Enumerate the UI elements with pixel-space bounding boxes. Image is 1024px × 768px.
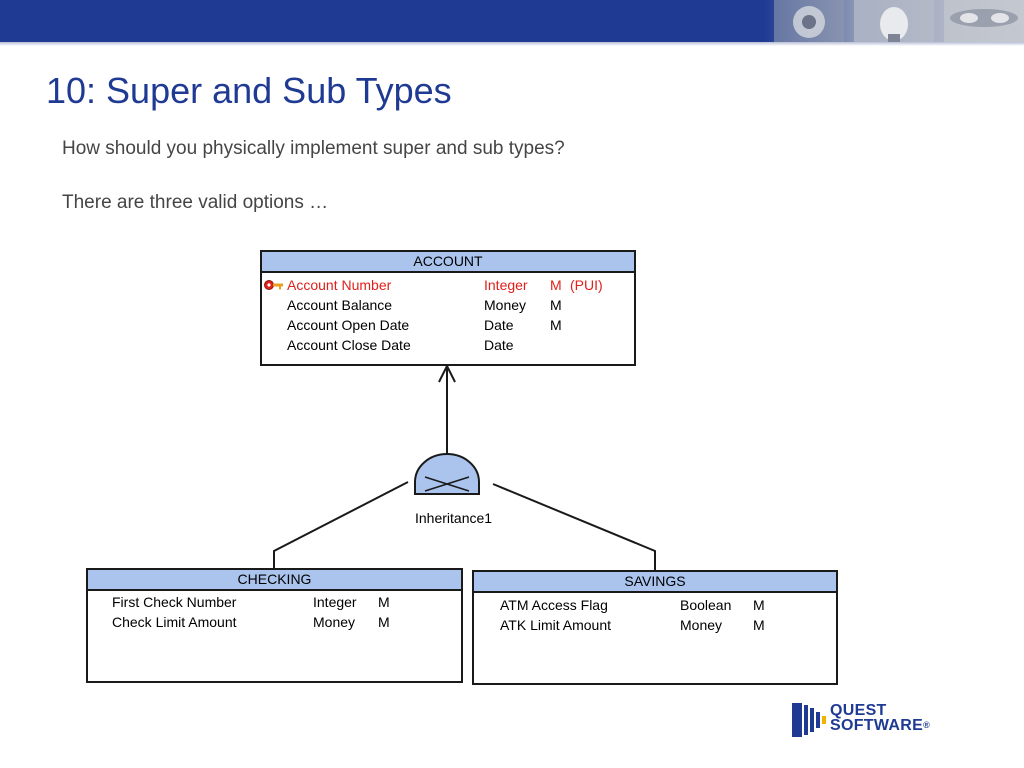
account-row-open-date: Account Open Date Date M [287, 317, 562, 333]
entity-savings-header: SAVINGS [474, 572, 836, 593]
checking-row-limit: Check Limit Amount Money M [112, 614, 390, 630]
inheritance-symbol-icon [414, 453, 480, 495]
account-row-close-date: Account Close Date Date [287, 337, 514, 353]
banner-shadow [0, 42, 1024, 46]
header-photo-strip [764, 0, 1024, 42]
inheritance-line-checking [273, 481, 409, 568]
quest-wordmark: QUEST SOFTWARE® [830, 702, 931, 734]
entity-savings[interactable]: SAVINGS ATM Access Flag Boolean M ATK Li… [472, 570, 838, 685]
quest-software-logo: QUEST SOFTWARE® [792, 700, 962, 740]
account-row-number: Account Number Integer M (PUI) [262, 275, 634, 295]
entity-account[interactable]: ACCOUNT Account Number Integer M (PUI) A… [260, 250, 636, 366]
account-row-balance: Account Balance Money M [287, 297, 562, 313]
inheritance-arrow-icon [438, 363, 456, 383]
primary-key-icon [264, 280, 283, 290]
savings-row-atm-flag: ATM Access Flag Boolean M [500, 597, 765, 613]
entity-checking[interactable]: CHECKING First Check Number Integer M Ch… [86, 568, 463, 683]
entity-checking-header: CHECKING [88, 570, 461, 591]
header-photos-image [774, 0, 1024, 42]
inheritance-label: Inheritance1 [415, 510, 493, 526]
savings-row-limit: ATK Limit Amount Money M [500, 617, 765, 633]
entity-account-header: ACCOUNT [262, 252, 634, 273]
checking-row-first-check: First Check Number Integer M [112, 594, 390, 610]
question-text: How should you physically implement supe… [62, 138, 565, 159]
slide-title: 10: Super and Sub Types [46, 70, 452, 111]
top-banner [0, 0, 1024, 42]
options-text: There are three valid options … [62, 192, 329, 213]
inheritance-line-savings [492, 483, 656, 570]
quest-logo-mark-icon [792, 703, 826, 737]
